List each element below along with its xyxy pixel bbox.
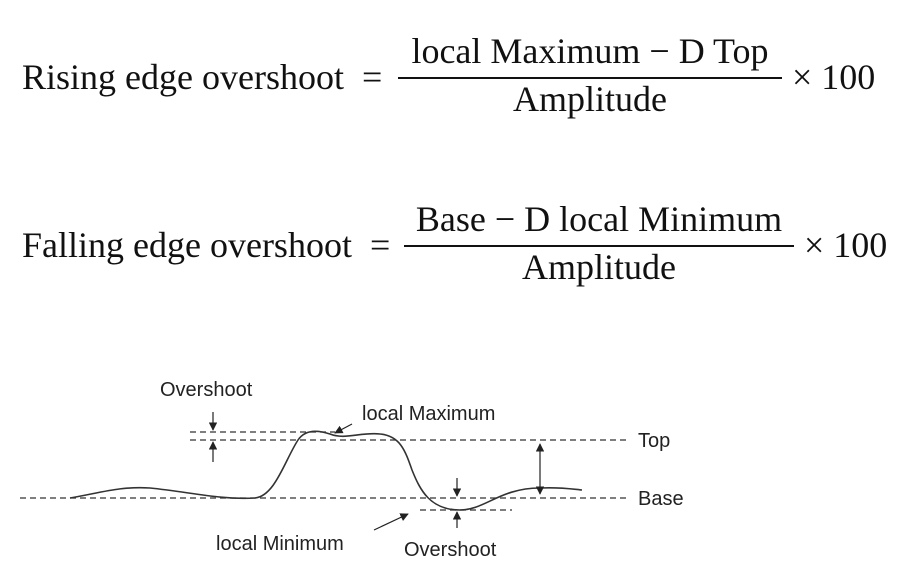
overshoot-diagram: Overshoot local Maximum Top Base local M… xyxy=(20,379,684,561)
local-minimum-pointer xyxy=(373,513,409,531)
waveform-curve xyxy=(69,430,583,511)
local-minimum-label: local Minimum xyxy=(216,533,344,555)
falling-edge-equals: = xyxy=(370,225,391,265)
overshoot-top-label: Overshoot xyxy=(160,379,253,401)
top-label: Top xyxy=(638,430,670,452)
rising-edge-label: Rising edge overshoot xyxy=(22,57,344,97)
overshoot-bottom-label: Overshoot xyxy=(404,539,497,561)
rising-edge-multiplier: × 100 xyxy=(792,57,876,97)
rising-edge-fraction-bar xyxy=(398,77,782,79)
local-maximum-pointer xyxy=(334,423,353,434)
falling-edge-denominator: Amplitude xyxy=(522,247,676,287)
rising-edge-equals: = xyxy=(362,57,383,97)
falling-edge-label: Falling edge overshoot xyxy=(22,225,352,265)
rising-edge-equation: Rising edge overshoot = local Maximum − … xyxy=(0,20,902,130)
rising-edge-denominator: Amplitude xyxy=(513,79,667,119)
falling-edge-equation: Falling edge overshoot = Base − D local … xyxy=(0,188,902,298)
local-maximum-label: local Maximum xyxy=(362,403,495,425)
falling-edge-multiplier: × 100 xyxy=(804,225,888,265)
rising-edge-numerator: local Maximum − D Top xyxy=(411,31,769,71)
falling-edge-fraction-bar xyxy=(404,245,794,247)
falling-edge-numerator: Base − D local Minimum xyxy=(415,199,783,239)
base-label: Base xyxy=(638,488,684,510)
